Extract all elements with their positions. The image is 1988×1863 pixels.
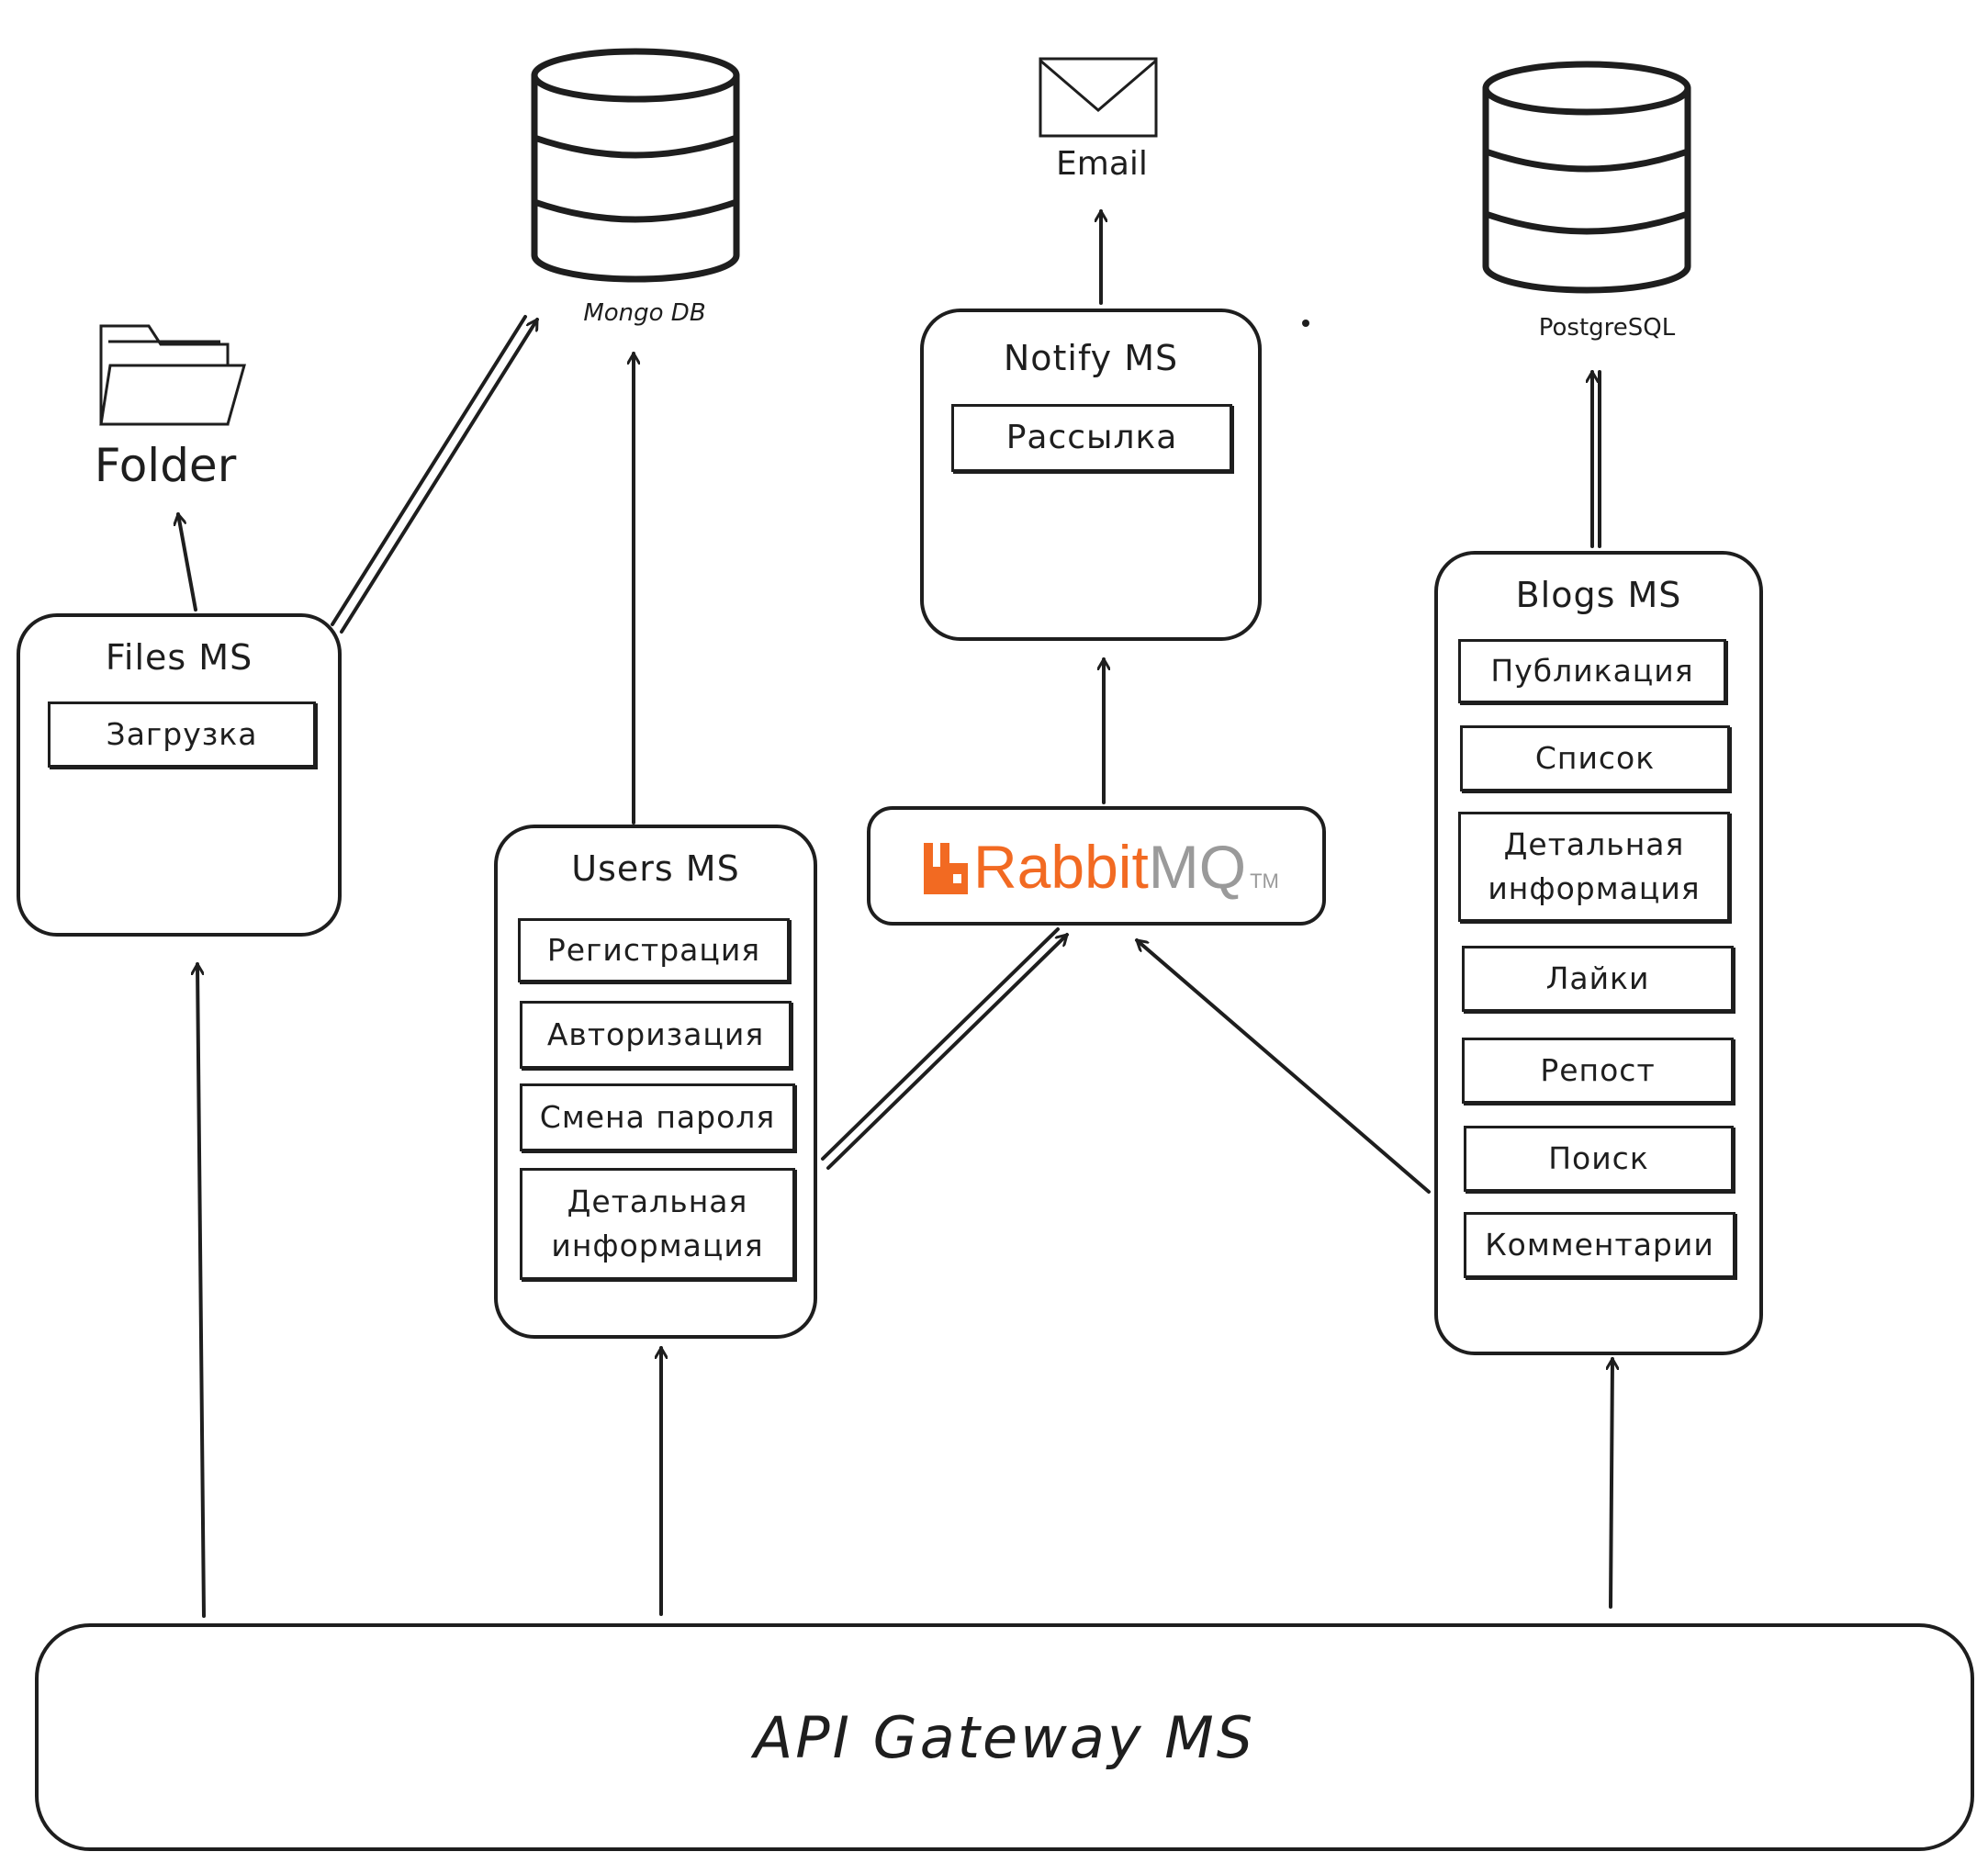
blogs-item-publication: Публикация	[1458, 639, 1726, 703]
arrow-blogs-rabbit	[1137, 938, 1431, 1194]
folder-label: Folder	[94, 439, 237, 492]
rabbitmq-word-mq: MQ	[1148, 833, 1247, 901]
arrow-gateway-files	[197, 964, 206, 1618]
users-item-registration: Регистрация	[518, 918, 790, 982]
blogs-item-likes: Лайки	[1462, 946, 1734, 1012]
api-gateway-box: API Gateway MS	[35, 1623, 1974, 1851]
blogs-ms-title: Blogs MS	[1515, 575, 1682, 615]
users-item-authorization: Авторизация	[520, 1001, 792, 1069]
blogs-item-details: Детальная информация	[1458, 812, 1730, 922]
folder-icon	[99, 324, 246, 426]
blogs-item-comments: Комментарии	[1464, 1212, 1735, 1278]
notify-item-mailing: Рассылка	[951, 404, 1232, 472]
arrow-files-folder	[178, 514, 197, 612]
rabbitmq-trademark: TM	[1250, 870, 1279, 892]
email-label: Email	[1056, 145, 1148, 183]
envelope-icon	[1039, 57, 1158, 138]
mongo-label: Mongo DB	[583, 299, 706, 327]
arrow-users-rabbit	[826, 935, 1067, 1170]
rabbitmq-logo-icon	[924, 843, 968, 894]
arrow-files-mongo	[340, 320, 539, 634]
users-item-password-change: Смена пароля	[520, 1083, 795, 1151]
database-icon	[1482, 61, 1691, 294]
files-ms-title: Files MS	[105, 637, 253, 678]
rabbitmq-word-rabbit: Rabbit	[973, 833, 1149, 901]
arrow-gateway-blogs	[1611, 1359, 1612, 1609]
files-item-upload: Загрузка	[48, 701, 316, 768]
blogs-item-search: Поиск	[1464, 1126, 1734, 1192]
api-gateway-title: API Gateway MS	[753, 1703, 1256, 1771]
notify-ms-box: Notify MS	[920, 309, 1262, 641]
users-ms-title: Users MS	[571, 848, 740, 889]
users-item-details: Детальная информация	[520, 1168, 795, 1280]
postgres-label: PostgreSQL	[1538, 314, 1676, 342]
dot-mark	[1302, 320, 1309, 327]
notify-ms-title: Notify MS	[1003, 338, 1179, 378]
files-ms-box: Files MS	[17, 613, 342, 937]
blogs-item-list: Список	[1460, 725, 1730, 791]
database-icon	[531, 48, 740, 283]
blogs-item-repost: Репост	[1462, 1038, 1734, 1104]
